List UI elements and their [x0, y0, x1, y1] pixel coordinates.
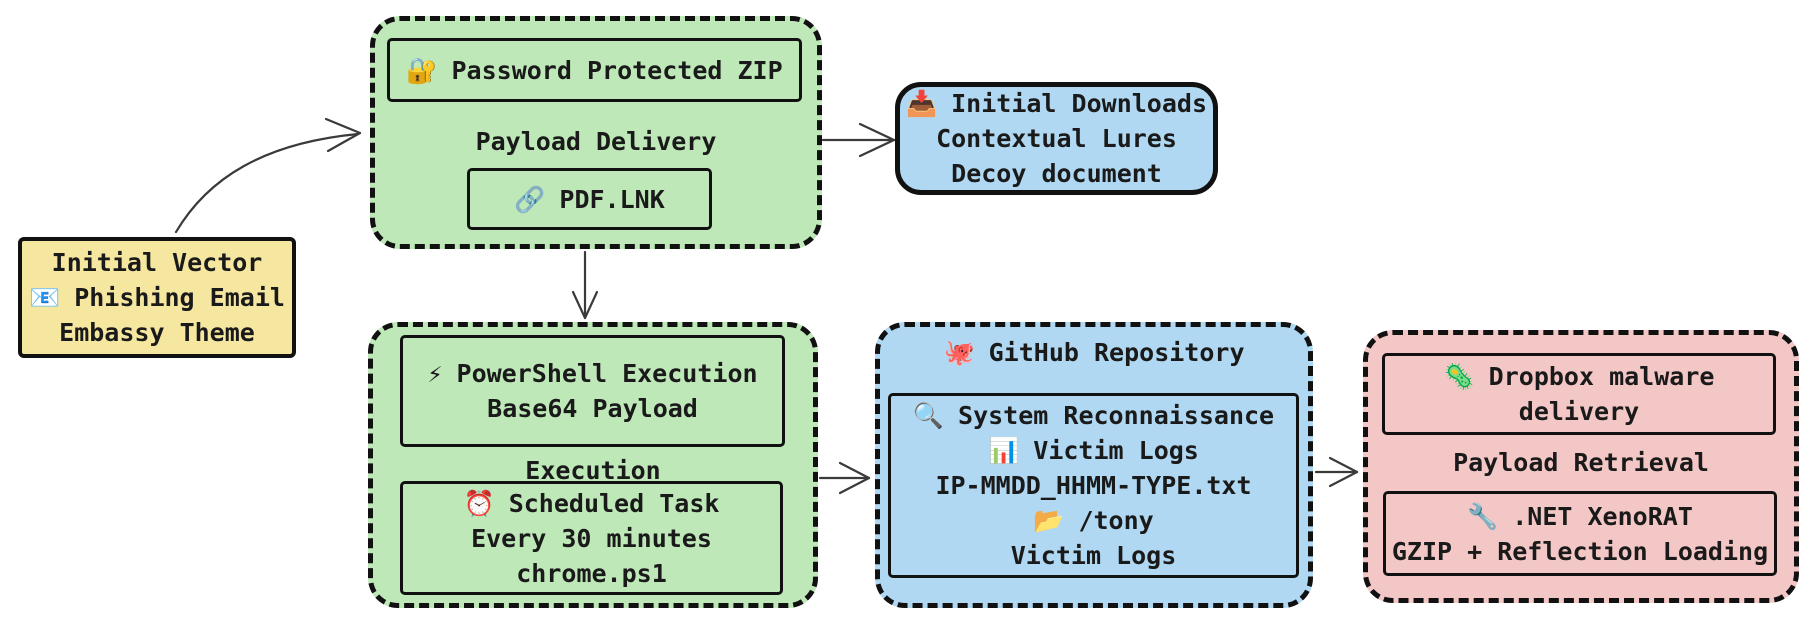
alarm-clock-icon: ⏰	[463, 488, 495, 518]
arrow-payload-delivery-to-execution	[571, 250, 599, 320]
github-repository-title: GitHub Repository	[988, 338, 1245, 367]
initial-downloads-label: Initial Downloads	[951, 89, 1207, 118]
powershell-execution-label: PowerShell Execution	[456, 359, 758, 388]
contextual-lures-label: Contextual Lures	[936, 124, 1177, 153]
system-reconnaissance-box: 🔍 System Reconnaissance 📊 Victim Logs IP…	[888, 393, 1299, 578]
password-protected-zip-box: 🔐 Password Protected ZIP	[387, 38, 802, 102]
delivery-label: delivery	[1518, 397, 1640, 426]
initial-downloads-node: 📥 Initial Downloads Contextual Lures Dec…	[895, 82, 1218, 195]
folder-icon: 📂	[1033, 506, 1065, 535]
gzip-reflection-label: GZIP + Reflection Loading	[1391, 536, 1769, 566]
every-30-minutes-label: Every 30 minutes	[471, 523, 712, 553]
arrow-initial-vector-to-payload-delivery	[174, 117, 362, 234]
dropbox-malware-box: 🦠 Dropbox malware delivery	[1382, 353, 1776, 435]
embassy-theme-label: Embassy Theme	[59, 318, 255, 347]
victim-logs-label: Victim Logs	[1033, 436, 1199, 465]
arrow-execution-to-github	[818, 461, 871, 495]
inbox-download-icon: 📥	[905, 89, 938, 118]
arrow-payload-delivery-to-initial-downloads	[821, 122, 896, 158]
execution-node: ⚡ PowerShell Execution Base64 Payload Ex…	[368, 322, 818, 608]
victim-logs-label-2: Victim Logs	[1010, 541, 1177, 570]
system-reconnaissance-label: System Reconnaissance	[958, 401, 1275, 430]
lightning-icon: ⚡	[427, 359, 443, 388]
net-xenorat-label: .NET XenoRAT	[1512, 501, 1693, 531]
magnifier-icon: 🔍	[912, 401, 945, 430]
decoy-document-label: Decoy document	[951, 159, 1162, 188]
arrow-github-to-payload-retrieval	[1314, 456, 1359, 488]
email-icon: 📧	[29, 283, 61, 312]
pdf-lnk-label: PDF.LNK	[559, 184, 665, 214]
pdf-lnk-box: 🔗 PDF.LNK	[467, 168, 712, 230]
payload-retrieval-stage-label: Payload Retrieval	[1453, 448, 1709, 477]
wrench-icon: 🔧	[1467, 501, 1499, 531]
payload-delivery-stage-label: Payload Delivery	[475, 127, 717, 156]
dropbox-malware-label: Dropbox malware	[1488, 362, 1715, 391]
octopus-icon: 🐙	[943, 338, 975, 367]
lock-key-icon: 🔐	[406, 55, 438, 85]
scheduled-task-label: Scheduled Task	[508, 488, 720, 518]
password-protected-zip-label: Password Protected ZIP	[451, 55, 783, 85]
payload-delivery-node: 🔐 Password Protected ZIP Payload Deliver…	[370, 16, 822, 249]
execution-stage-label: Execution	[525, 456, 661, 485]
xenorat-box: 🔧 .NET XenoRAT GZIP + Reflection Loading	[1383, 491, 1777, 576]
github-repository-node: 🐙 GitHub Repository 🔍 System Reconnaissa…	[875, 322, 1313, 608]
phishing-email-label: Phishing Email	[74, 283, 285, 312]
initial-vector-title: Initial Vector	[51, 248, 263, 277]
file-pattern-label: IP-MMDD_HHMM-TYPE.txt	[935, 471, 1252, 500]
bar-chart-icon: 📊	[988, 436, 1020, 465]
tony-folder-label: /tony	[1078, 506, 1154, 535]
base64-payload-label: Base64 Payload	[487, 394, 698, 423]
initial-vector-node: Initial Vector 📧 Phishing Email Embassy …	[18, 237, 296, 358]
powershell-execution-box: ⚡ PowerShell Execution Base64 Payload	[400, 335, 785, 447]
link-icon: 🔗	[514, 184, 546, 214]
microbe-icon: 🦠	[1443, 362, 1475, 391]
chrome-ps1-label: chrome.ps1	[516, 558, 667, 588]
scheduled-task-box: ⏰ Scheduled Task Every 30 minutes chrome…	[400, 481, 783, 595]
payload-retrieval-node: 🦠 Dropbox malware delivery Payload Retri…	[1363, 330, 1799, 603]
